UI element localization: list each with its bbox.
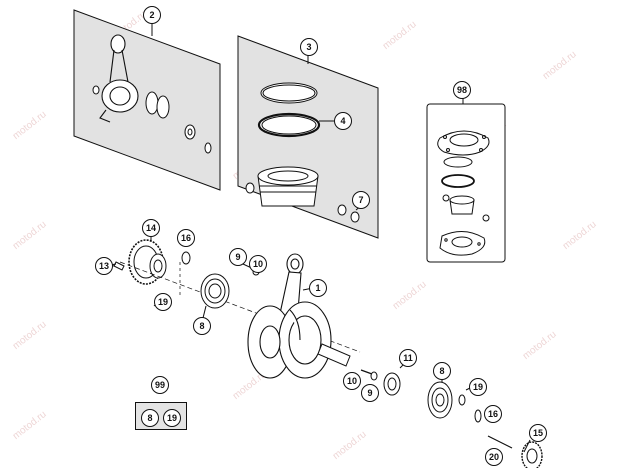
head-gasket bbox=[437, 130, 490, 156]
callout-16[interactable]: 16 bbox=[177, 229, 195, 247]
callout-20[interactable]: 20 bbox=[485, 448, 503, 466]
callout-9[interactable]: 9 bbox=[229, 248, 247, 266]
callout-11[interactable]: 11 bbox=[399, 349, 417, 367]
timing-shaft bbox=[487, 435, 513, 449]
callout-10[interactable]: 10 bbox=[343, 372, 361, 390]
piston-ring-4 bbox=[257, 112, 321, 138]
conrod-kit-washer bbox=[184, 124, 196, 140]
circlip bbox=[350, 211, 360, 223]
conrod-kit-rod bbox=[99, 34, 139, 123]
piston-ring bbox=[260, 82, 318, 104]
kit-item-8[interactable]: 8 bbox=[141, 409, 159, 427]
primary-gear bbox=[128, 239, 167, 285]
timing-gear bbox=[521, 441, 543, 468]
callout-16[interactable]: 16 bbox=[484, 405, 502, 423]
oil-pump-gear bbox=[383, 372, 401, 396]
callout-7[interactable]: 7 bbox=[352, 191, 370, 209]
callout-14[interactable]: 14 bbox=[142, 219, 160, 237]
callout-1[interactable]: 1 bbox=[309, 279, 327, 297]
callout-4[interactable]: 4 bbox=[334, 112, 352, 130]
callout-99[interactable]: 99 bbox=[151, 376, 169, 394]
gasket-kit-piston-sketch bbox=[442, 194, 490, 222]
callout-15[interactable]: 15 bbox=[529, 424, 547, 442]
oring bbox=[441, 174, 475, 188]
main-bearing-right bbox=[427, 381, 453, 419]
callout-13[interactable]: 13 bbox=[95, 257, 113, 275]
pin-10 bbox=[360, 369, 373, 375]
conrod-kit-bearing bbox=[145, 91, 159, 115]
circlip bbox=[337, 204, 347, 216]
callout-8[interactable]: 8 bbox=[193, 317, 211, 335]
callout-98[interactable]: 98 bbox=[453, 81, 471, 99]
conrod-kit-bearing bbox=[156, 95, 170, 119]
kit-item-19[interactable]: 19 bbox=[163, 409, 181, 427]
callout-3[interactable]: 3 bbox=[300, 38, 318, 56]
base-gasket bbox=[439, 231, 486, 256]
main-bearing-left bbox=[200, 273, 230, 309]
piston bbox=[257, 166, 319, 207]
callout-9[interactable]: 9 bbox=[361, 384, 379, 402]
crank-webs bbox=[247, 301, 332, 379]
oring bbox=[443, 156, 473, 168]
callout-10[interactable]: 10 bbox=[249, 255, 267, 273]
callout-8[interactable]: 8 bbox=[433, 362, 451, 380]
callout-19[interactable]: 19 bbox=[154, 293, 172, 311]
callout-2[interactable]: 2 bbox=[143, 6, 161, 24]
crank-shaft bbox=[317, 343, 351, 367]
conrod-kit-washer bbox=[204, 142, 212, 154]
callout-19[interactable]: 19 bbox=[469, 378, 487, 396]
